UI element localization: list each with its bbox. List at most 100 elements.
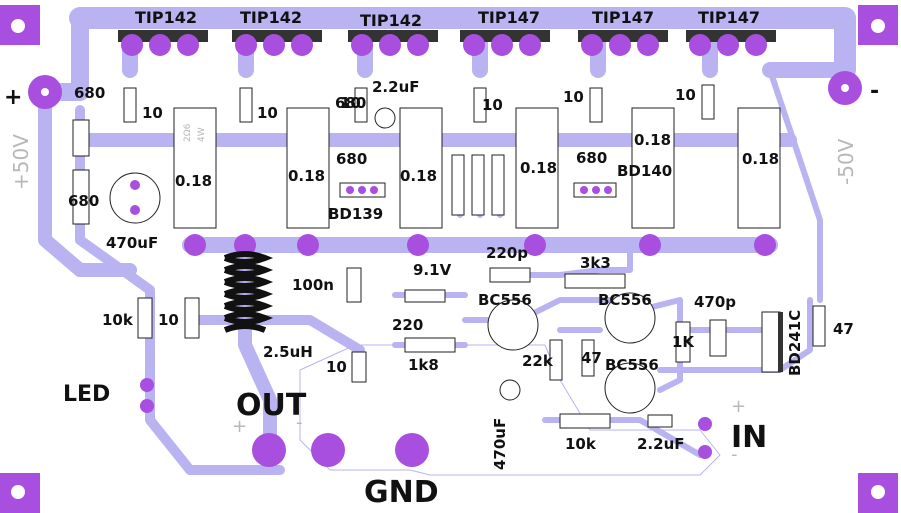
resistor-47-right [812,305,826,347]
capacitor-220p [489,267,531,283]
bd140-label: BD140 [617,162,672,180]
emitter-resistor-5-label: 0.18 [634,131,671,149]
bc556-2 [604,292,656,344]
resistor-47-mid-label: 47 [581,349,602,367]
emitter-resistor-3 [399,107,443,229]
transistor-3-label: TIP142 [360,11,422,30]
resistor-10k-bottom [559,413,611,429]
resistor-3k3-label: 3k3 [580,254,611,272]
emitter-resistor-1 [173,107,217,229]
power-rails: + - +50V -50V [4,71,879,190]
bc556-1 [487,299,539,351]
led-label: LED [63,382,110,407]
mount-hole-top-right-drill [871,19,885,33]
emitter-resistor-3-label: 0.18 [400,167,437,185]
left-resistor-680-bottom-label: 680 [68,192,99,210]
base-resistor-2-label: 10 [257,104,278,122]
emitter-resistor-2 [286,107,330,229]
emitter-resistor-4-label: 0.18 [520,159,557,177]
bd139-label: BD139 [328,205,383,223]
bc556-2-label: BC556 [598,291,652,309]
resistor-1k8-label: 1k8 [408,356,439,374]
minus-sign: - [870,79,879,104]
small-signal-transistors: BC556 BC556 BC556 [478,291,659,414]
driver-resistor-680-mid-label: 680 [336,150,367,168]
base-resistor-3-label: 10 [340,94,361,112]
emitter-resistor-6-label: 0.18 [742,150,779,168]
gnd-label: GND [364,475,439,510]
resistor-3k3 [564,273,626,289]
mid-section: 10k 10 2.5uH 100n 9.1V 220 1k8 10 220p 3… [102,244,626,383]
in-label: IN [731,420,767,455]
resistor-22k [549,339,563,381]
resistor-1k-label: 1K [672,333,695,351]
resistor-10-left-label: 10 [158,311,179,329]
capacitor-100n-label: 100n [292,276,334,294]
zener-diode [404,289,446,303]
capacitor-470uf-bottom [499,379,521,401]
emitter-resistors: 0.18 0.18 0.18 0.18 0.18 0.18 2Ω6 4W [173,107,781,229]
resistor-1k8 [404,337,456,353]
base-resistor-6 [701,84,715,120]
out-plus-sign: + [232,416,247,437]
out-minus-sign: - [296,412,303,433]
base-resistor-3 [354,87,368,123]
io-connectors: LED OUT + - GND IN + - [63,378,767,510]
in-minus-sign: - [731,444,738,465]
base-resistor-4-label: 10 [482,96,503,114]
resistor-47-mid [581,339,595,377]
base-resistor-5-label: 10 [563,88,584,106]
mount-hole-bottom-right-drill [871,485,885,499]
emitter-resistor-1-label: 0.18 [175,172,212,190]
bd140-resistor-label: 680 [576,149,607,167]
out-gnd-pad [311,433,345,467]
output-bus-pads [184,234,776,256]
base-resistor-2 [239,87,253,123]
driver-capacitor-2u2 [374,107,396,129]
capacitor-470uf-bottom-label: 470uF [491,418,509,470]
emitter-resistor-1-value: 2Ω6 [183,123,193,142]
capacitor-470p-label: 470p [694,293,736,311]
resistor-47-right-label: 47 [833,320,854,338]
transistor-1 [118,30,208,56]
base-resistor-6-label: 10 [675,86,696,104]
left-resistor-680-top-label: 680 [74,84,105,102]
mount-hole-bottom-left-drill [11,485,25,499]
left-capacitor-470uf [109,172,161,224]
driver-capacitor-label: 2.2uF [372,78,420,96]
in-plus-sign: + [731,396,746,417]
resistor-10k-left-label: 10k [102,311,134,329]
transistor-1-label: TIP142 [135,8,197,27]
base-resistor-4 [473,87,487,123]
emitter-resistor-6 [737,107,781,229]
diode-3 [491,154,505,216]
emitter-resistor-2-label: 0.18 [288,167,325,185]
transistor-4 [460,30,550,56]
resistor-1k [675,321,691,363]
diode-1 [451,154,465,216]
bc556-1-label: BC556 [478,291,532,309]
driver-section: 680 2.2uF 680 BD139 BD140 680 [328,78,672,223]
base-resistor-1 [123,87,137,123]
left-capacitor-label: 470uF [106,234,158,252]
base-resistor-1-label: 10 [142,104,163,122]
resistor-10-mid [351,351,367,383]
bottom-section: 470uF 10k 2.2uF [491,379,685,470]
resistor-10k-left [137,297,153,339]
emitter-resistor-1-watts: 4W [197,127,207,142]
gnd-pad [395,433,429,467]
capacitor-2u2-bottom [647,414,673,428]
plus-sign: + [4,85,22,110]
top-transistors: TIP142 TIP142 TIP142 TIP147 TIP147 TIP14… [118,8,776,56]
capacitor-220p-label: 220p [486,244,528,262]
bc556-3 [604,362,656,414]
transistor-6 [686,30,776,56]
capacitor-2u2-bottom-label: 2.2uF [637,435,685,453]
capacitor-100n [346,267,362,303]
resistor-22k-label: 22k [522,352,554,370]
transistor-3 [348,30,438,56]
emitter-resistor-5 [631,107,675,229]
bd241c-body [761,311,781,373]
zener-label: 9.1V [413,261,452,279]
